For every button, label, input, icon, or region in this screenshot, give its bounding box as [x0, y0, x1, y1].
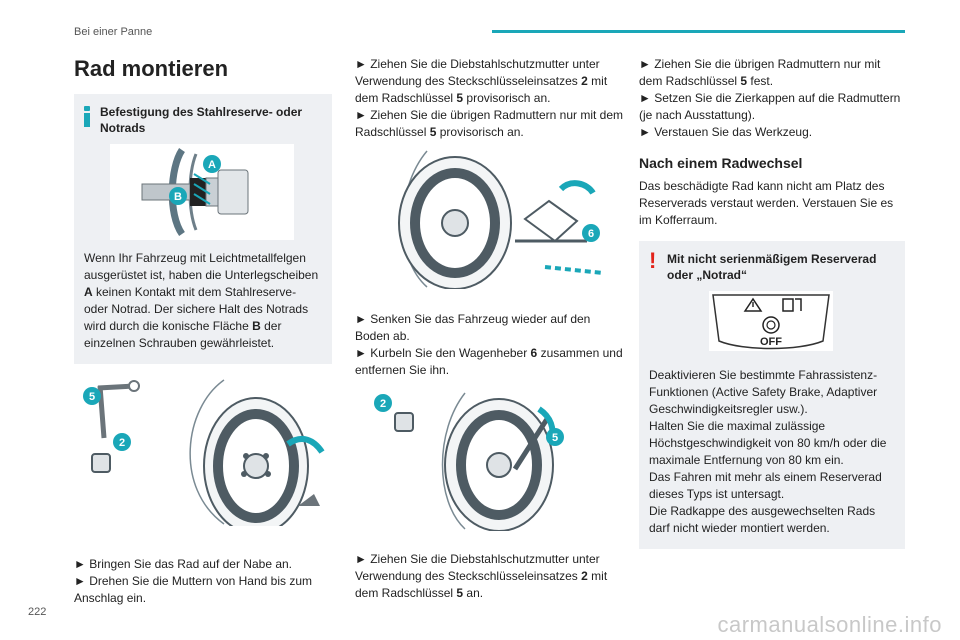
info-box-header: Befestigung des Stahlreserve- oder Notra…: [84, 104, 320, 136]
callout-a: A: [208, 159, 216, 171]
warning-line: Die Radkappe des ausgewechselten Rads da…: [649, 504, 876, 535]
info-text-ref-b: B: [252, 319, 261, 333]
info-box-text: Wenn Ihr Fahrzeug mit Leichtmetallfelgen…: [84, 250, 320, 352]
info-box: Befestigung des Stahlreserve- oder Notra…: [74, 94, 332, 364]
warning-line: Halten Sie die maximal zulässige Höchstg…: [649, 419, 887, 467]
paragraph: ► Kurbeln Sie den Wagenheber 6 zusammen …: [355, 345, 623, 379]
watermark: carmanualsonline.info: [717, 612, 942, 637]
warning-box: ! Mit nicht serienmäßigem Reserverad ode…: [639, 241, 905, 549]
info-text-part: der einzelnen Schrauben gewährleistet.: [84, 319, 282, 350]
text: an.: [463, 586, 484, 600]
spare-wheel-sticker-illustration: OFF: [709, 291, 833, 351]
paragraph: ► Ziehen Sie die übrigen Radmuttern nur …: [639, 56, 905, 90]
page-number: 222: [28, 606, 47, 618]
callout-6: 6: [588, 228, 594, 240]
text: mit dem Radschlüssel: [355, 569, 608, 600]
ref-number: 5: [456, 586, 464, 600]
warning-box-header: ! Mit nicht serienmäßigem Reserverad ode…: [649, 248, 893, 283]
callout-b: B: [174, 191, 182, 203]
ref-number: 5: [740, 74, 748, 88]
text: ► Ziehen Sie die Diebstahlschutzmutter u…: [355, 57, 600, 88]
paragraph: ► Senken Sie das Fahrzeug wieder auf den…: [355, 312, 591, 343]
paragraph: ► Setzen Sie die Zierkappen auf die Radm…: [639, 91, 901, 122]
callout-2: 2: [380, 398, 386, 410]
column-3: ► Ziehen Sie die übrigen Radmuttern nur …: [639, 56, 905, 549]
column-1: Rad montieren Befestigung des Stahlreser…: [74, 56, 332, 607]
text: mit dem Radschlüssel: [355, 74, 608, 105]
ref-number: 6: [530, 346, 538, 360]
warning-exclamation-icon: !: [649, 248, 657, 273]
wheel-bolt-illustration: A B: [110, 144, 294, 240]
info-text-part: Wenn Ihr Fahrzeug mit Leichtmetallfelgen…: [84, 251, 319, 282]
subsection-title: Nach einem Radwechsel: [639, 155, 803, 171]
info-icon: [84, 106, 90, 127]
ref-number: 2: [581, 74, 588, 88]
text: provisorisch an.: [436, 125, 524, 139]
info-text-part: keinen Kontakt mit dem Stahlreserve- ode…: [84, 285, 309, 333]
step-item: ► Bringen Sie das Rad auf der Nabe an.: [74, 557, 293, 571]
paragraph: ► Verstauen Sie das Werkzeug.: [639, 125, 813, 139]
wheel-mount-illustration: 5 2: [74, 378, 332, 526]
step-item: ► Drehen Sie die Muttern von Hand bis zu…: [74, 574, 312, 605]
warning-line: Das Fahren mit mehr als einem Reserverad…: [649, 470, 882, 501]
warning-line: Deaktivieren Sie bestimmte Fahrassistenz…: [649, 368, 878, 416]
running-header: Bei einer Panne: [74, 26, 153, 38]
jack-lowering-illustration: 6: [365, 149, 613, 289]
text: provisorisch an.: [463, 91, 551, 105]
text: zusammen und entfernen Sie ihn.: [355, 346, 623, 377]
wheel-tightening-illustration: 2 5: [365, 391, 613, 531]
info-box-label: Befestigung des Stahlreserve- oder Notra…: [100, 105, 303, 135]
off-label: OFF: [760, 336, 782, 348]
text: fest.: [747, 74, 774, 88]
callout-5: 5: [89, 391, 95, 403]
section-title: Rad montieren: [74, 56, 229, 81]
ref-number: 2: [581, 569, 588, 583]
header-accent-bar: [492, 30, 905, 33]
paragraph: ► Ziehen Sie die übrigen Radmuttern nur …: [355, 107, 623, 141]
text: ► Ziehen Sie die Diebstahlschutzmutter u…: [355, 552, 600, 583]
ref-number: 5: [456, 91, 464, 105]
paragraph: Das beschädigte Rad kann nicht am Platz …: [639, 179, 894, 227]
ref-number: 5: [429, 125, 437, 139]
callout-5: 5: [552, 432, 558, 444]
text: ► Ziehen Sie die übrigen Radmuttern nur …: [355, 108, 624, 139]
text: ► Kurbeln Sie den Wagenheber: [355, 346, 531, 360]
warning-box-label: Mit nicht serienmäßigem Reserverad oder …: [667, 252, 877, 282]
callout-2: 2: [119, 437, 125, 449]
text: ► Ziehen Sie die übrigen Radmuttern nur …: [639, 57, 881, 88]
column-2: ► Ziehen Sie die Diebstahlschutzmutter u…: [355, 56, 623, 602]
paragraph: ► Ziehen Sie die Diebstahlschutzmutter u…: [355, 551, 623, 602]
paragraph: ► Ziehen Sie die Diebstahlschutzmutter u…: [355, 56, 623, 107]
info-text-ref-a: A: [84, 285, 93, 299]
